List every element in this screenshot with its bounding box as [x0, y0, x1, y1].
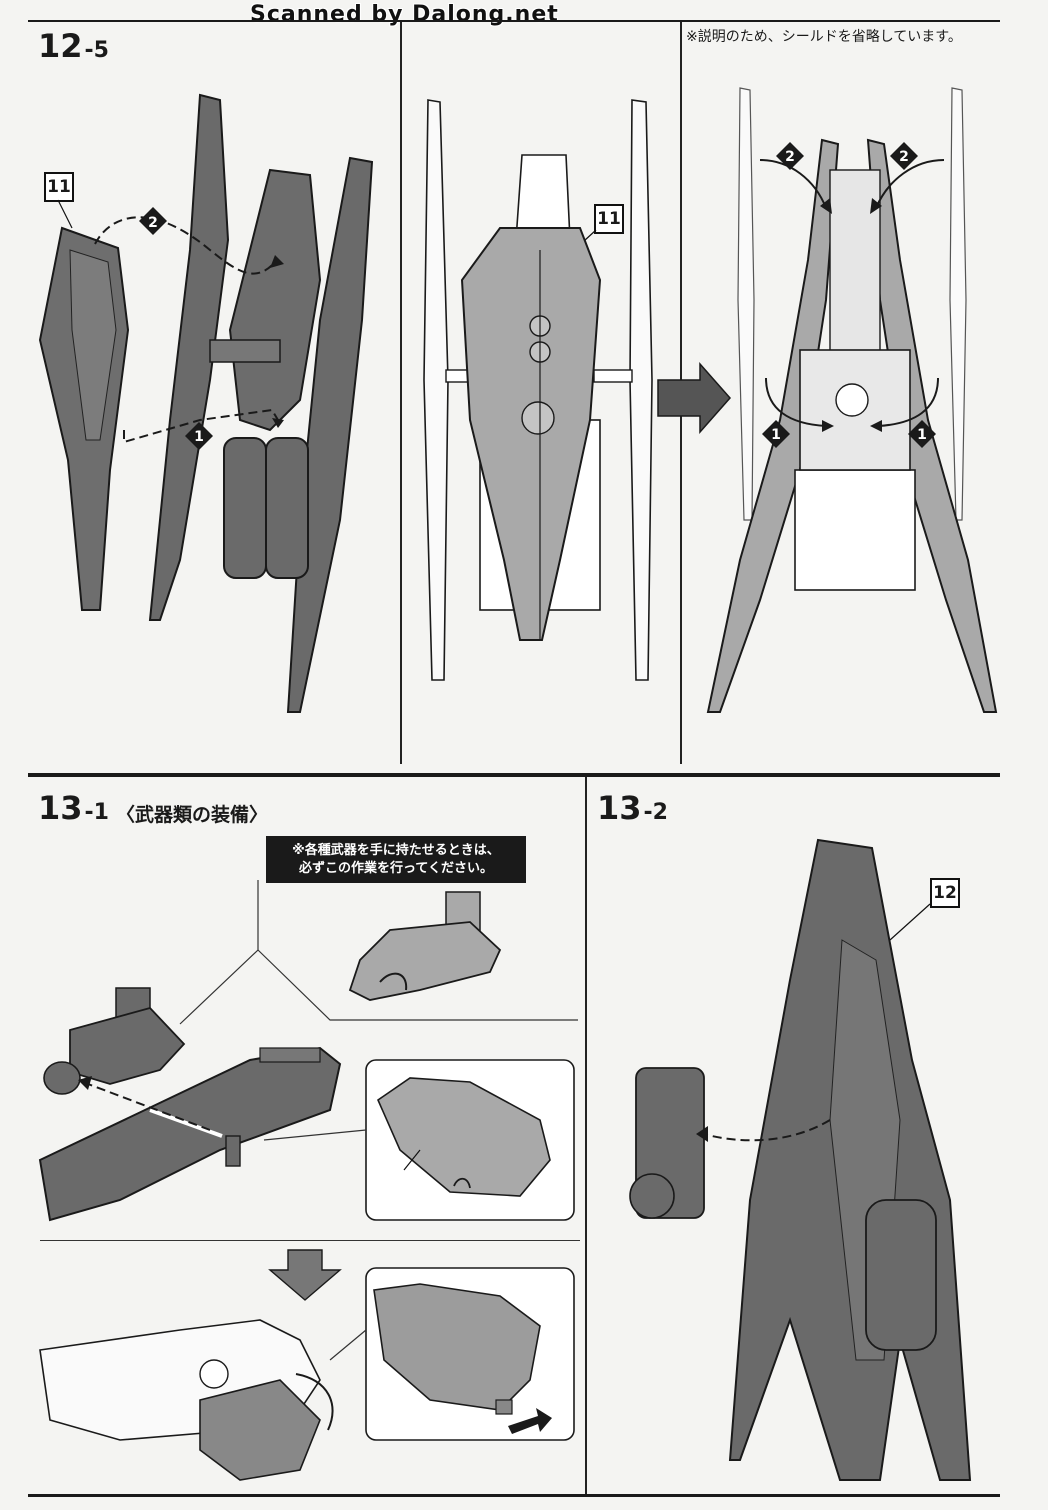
divider-12-5-a: [400, 22, 402, 764]
bottom-border: [28, 1494, 1000, 1497]
step-12-5-heading: 12-5: [38, 30, 109, 62]
weapon-equip-title: 〈武器類の装備〉: [116, 804, 269, 826]
step-marker-1: 1: [762, 420, 790, 448]
step-number-major: 12: [38, 27, 83, 65]
step-number-minor: -1: [84, 800, 109, 825]
step-marker-2: 2: [890, 142, 918, 170]
step-marker-2: 2: [139, 207, 167, 235]
part-number-11: 11: [44, 172, 74, 202]
svg-text:2: 2: [148, 215, 158, 231]
divider-13-1-inner: [40, 1240, 580, 1241]
svg-text:2: 2: [785, 149, 795, 165]
callout-line-1: ※各種武器を手に持たせるときは、: [292, 843, 500, 858]
step-number-minor: -5: [84, 38, 109, 63]
svg-text:1: 1: [194, 429, 204, 445]
step-13-2-heading: 13-2: [597, 792, 668, 824]
weapon-hold-callout: ※各種武器を手に持たせるときは、 必ずこの作業を行ってください。: [266, 836, 526, 884]
step-marker-1: 1: [908, 420, 936, 448]
divider-13: [585, 777, 587, 1495]
step-number-major: 13: [597, 789, 642, 827]
shield-omitted-note: ※説明のため、シールドを省略しています。: [686, 29, 962, 45]
part-number-11: 11: [594, 204, 624, 234]
scanner-watermark: Scanned by Dalong.net: [250, 2, 559, 27]
callout-line-2: 必ずこの作業を行ってください。: [299, 860, 493, 876]
step-number-major: 13: [38, 789, 83, 827]
svg-text:1: 1: [917, 427, 927, 443]
section-divider: [28, 773, 1000, 777]
top-border: [28, 20, 1000, 22]
step-number-minor: -2: [643, 800, 668, 825]
step-marker-1: 1: [185, 422, 213, 450]
step-13-1-heading: 13-1: [38, 792, 109, 824]
step-marker-2: 2: [776, 142, 804, 170]
svg-text:2: 2: [899, 149, 909, 165]
svg-text:1: 1: [771, 427, 781, 443]
part-number-12: 12: [930, 878, 960, 908]
